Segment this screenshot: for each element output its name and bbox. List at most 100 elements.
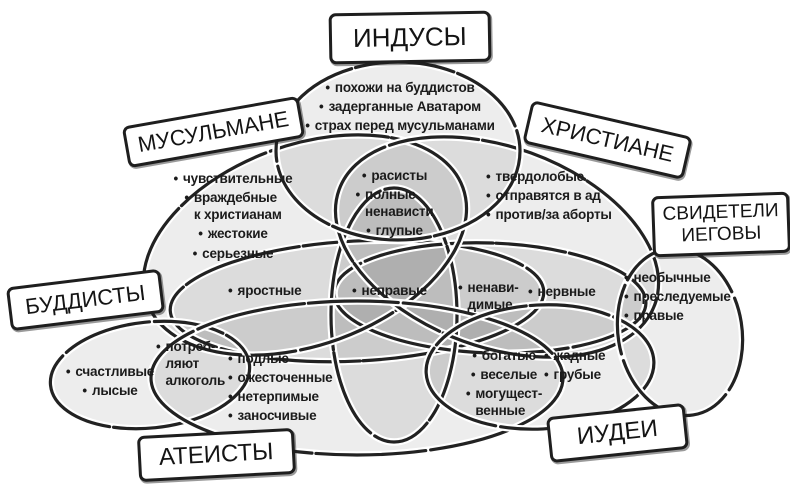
trait-item: •против/за аборты [486,206,612,223]
band-right-fill [334,242,646,354]
trait-text: лысые [91,383,138,399]
trait-item: •счастливые [66,363,154,380]
trait-text: полные ненависти [364,187,434,220]
trait-item: • нервные [528,283,596,300]
trait-text: потреб- ляют алкоголь [165,339,226,389]
trait-text: жадные [553,348,606,363]
trait-text: ненави- димые [467,280,519,313]
bullet-icon: • [544,367,549,383]
trait-text: могущест- венные [475,386,543,419]
bullet-icon: • [528,284,533,299]
trait-text: подлые [237,351,289,366]
trait-item: •враждебные к христианам [184,189,281,223]
trait-item: •веселые [471,366,537,383]
bullet-icon: • [458,280,463,295]
trait-text: нетерпимые [237,389,320,405]
bullet-icon: • [624,270,629,285]
trait-text: глупые [375,223,423,239]
trait-item: • твердолобые [486,168,612,185]
trait-text: против/за аборты [495,207,612,223]
trait-item: •лысые [82,382,137,399]
trait-text: неправые [361,283,428,298]
bullet-icon: • [472,348,477,363]
trait-text: твердолобые [495,169,585,184]
trait-item: •полные ненависти [355,186,433,220]
trait-item: • неправые [352,282,427,299]
trait-item: •глупые [366,222,423,239]
trait-item: •грубые [544,366,605,383]
bullet-icon: • [325,80,330,95]
trait-item: •жестокие [198,225,268,242]
bullet-icon: • [305,118,310,134]
hindus-traits: • похожи на буддистов • задерганные Аватаро… [287,79,513,136]
muslims-christians-overlap-traits: •расисты•полные ненависти•глупые [322,167,467,242]
jehovahs-witnesses-label: СВИДЕТЕЛИ ИЕГОВЫ [650,191,790,258]
trait-text: похожи на буддистов [334,80,475,95]
trait-text: страх перед мусульманами [314,118,495,134]
atheists-label: АТЕИСТЫ [136,427,296,483]
trait-text: чувствительные [183,171,293,186]
bullet-icon: • [198,226,203,242]
furious-overlap-trait: • яростные [228,282,302,301]
bullet-icon: • [624,289,629,305]
jews-outline [422,301,658,433]
bullet-icon: • [486,207,491,223]
trait-item: •преследуемые [624,288,731,305]
bullet-icon: • [544,348,549,363]
atheists-outline [147,297,567,459]
trait-item: •могущест- венные [466,385,542,419]
trait-item: •нетерпимые [228,388,332,405]
bullet-icon: • [465,386,471,402]
trait-item: •страх перед мусульманами [305,117,495,134]
bullet-icon: • [486,188,491,204]
trait-item: •правые [624,307,731,324]
hindus-label: ИНДУСЫ [328,10,492,65]
bullet-icon: • [355,187,360,203]
bullet-icon: • [361,168,367,183]
buddhists-traits: •счастливые•лысые [50,363,170,401]
trait-text: нервные [537,284,596,299]
bullet-icon: • [624,308,629,324]
trait-text: жестокие [207,226,268,242]
trait-item: • чувствительные [174,170,293,187]
hated-overlap-trait: • ненави- димые [458,279,519,315]
trait-item: •отправятся в ад [486,187,612,204]
muslims-traits: •чувствительные•враждебные к христианам•… [133,170,333,264]
bullet-icon: • [228,283,233,298]
trait-text: задерганные Аватаром [328,99,482,115]
bullet-icon: • [366,223,371,239]
trait-item: • яростные [228,282,302,299]
bullet-icon: • [470,367,476,383]
bullet-icon: • [184,190,189,206]
trait-text: расисты [371,168,428,183]
trait-text: ожесточенные [237,370,333,386]
trait-text: грубые [553,367,602,383]
trait-text: правые [633,308,684,324]
christians-outline [331,133,663,361]
trait-text: преследуемые [633,289,731,305]
trait-text: веселые [480,367,538,383]
trait-item: •ожесточенные [228,369,333,386]
bullet-icon: • [486,169,491,184]
band-left-outline [166,236,548,366]
nervous-overlap-trait: • нервные [528,283,596,302]
jews-traits-outer: •жадные•грубые [544,347,606,385]
trait-text: яростные [237,283,302,298]
trait-item: • расисты [361,167,428,184]
jews-traits-inner: •богатые•веселые•могущест- венные [448,347,560,422]
trait-item: •заносчивые [228,407,332,424]
trait-item: • ненави- димые [458,279,519,313]
wrong-center-trait: • неправые [352,282,427,301]
trait-text: серьезные [202,245,274,261]
bullet-icon: • [352,283,357,298]
bullet-icon: • [173,171,179,186]
trait-item: • похожи на буддистов [325,79,475,96]
bullet-icon: • [228,351,233,366]
bullet-icon: • [65,364,71,379]
trait-text: необычные [633,270,711,285]
trait-item: • подлые [228,350,332,367]
bullet-icon: • [82,383,87,399]
trait-text: враждебные к христианам [193,190,282,223]
